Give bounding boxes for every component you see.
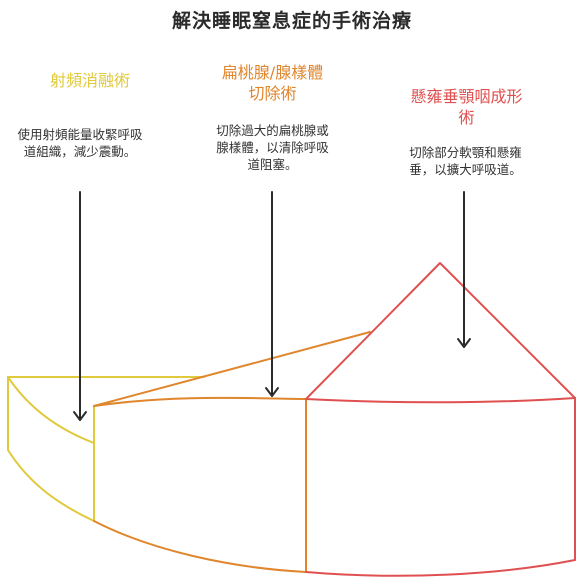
step-2-description: 切除過大的扁桃腺或 腺樣體，以清除呼吸 道阻塞。: [195, 122, 350, 173]
step-2-heading: 扁桃腺/腺樣體 切除術: [190, 62, 355, 104]
step-3-description: 切除部分軟顎和懸雍 垂，以擴大呼吸道。: [388, 144, 543, 178]
step-3-heading-line-1: 懸雍垂顎咽成形: [410, 87, 523, 106]
diagram-title: 解決睡眠窒息症的手術治療: [171, 10, 412, 32]
step-3-heading-line-2: 術: [458, 108, 475, 127]
step-1-description-line-1: 使用射頻能量收緊呼吸: [17, 127, 143, 142]
step-3-description-line-1: 切除部分軟顎和懸雍: [409, 145, 522, 160]
step-2-heading-line-1: 扁桃腺/腺樣體: [221, 63, 324, 82]
step-3-heading: 懸雍垂顎咽成形 術: [384, 86, 549, 128]
arrow-down-icon: [73, 191, 87, 421]
step-3-description-line-2: 垂，以擴大呼吸道。: [409, 162, 522, 177]
segment-2-shape: [93, 331, 371, 573]
step-2-description-line-1: 切除過大的扁桃腺或: [216, 123, 329, 138]
step-1-description-line-2: 道組織，減少震動。: [23, 144, 137, 159]
step-2-description-line-3: 道阻塞。: [247, 157, 298, 172]
arrow-down-icon: [265, 191, 279, 397]
step-1-heading-line: 射頻消融術: [49, 71, 130, 90]
step-1-heading: 射頻消融術: [10, 70, 170, 91]
step-2-description-line-2: 腺樣體，以清除呼吸: [216, 140, 329, 155]
segment-3-shape: [305, 262, 576, 577]
arrow-down-icon: [457, 191, 471, 348]
step-1-description: 使用射頻能量收緊呼吸 道組織，減少震動。: [0, 126, 160, 160]
step-2-heading-line-2: 切除術: [248, 84, 297, 103]
segment-1-shape: [7, 376, 205, 522]
